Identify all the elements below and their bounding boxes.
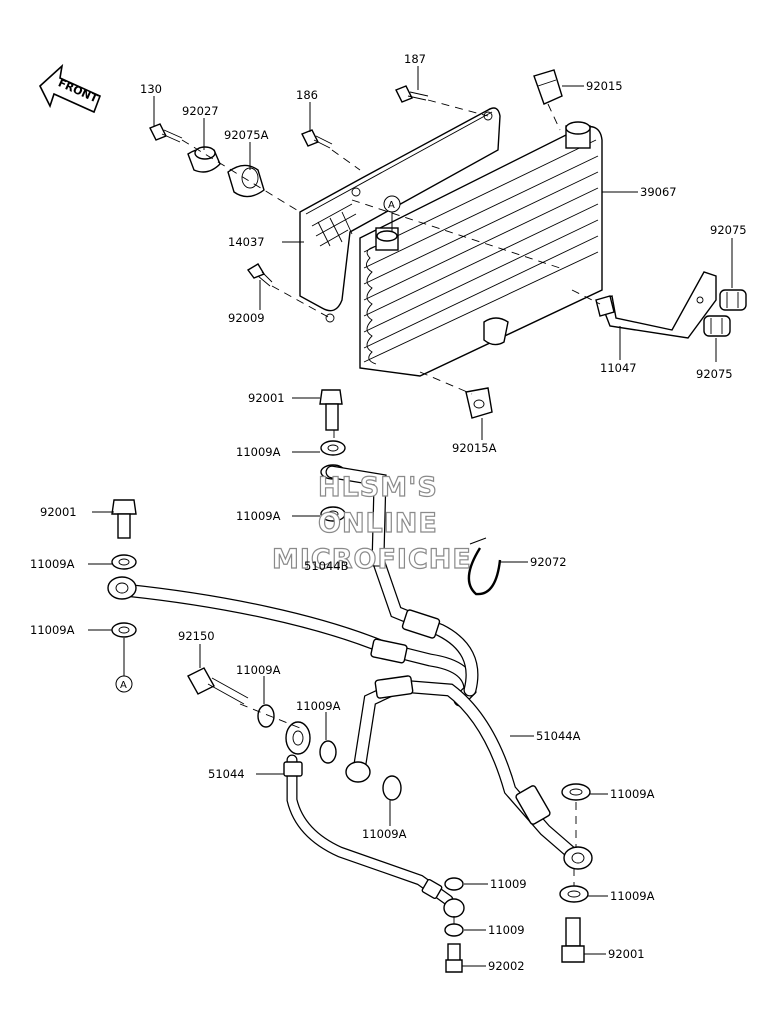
leader-lines (88, 66, 733, 967)
washer-11009A-5 (111, 622, 137, 638)
callout-labels: 130 92027 92075A 186 187 92015 39067 140… (30, 52, 747, 973)
callout-92009: 92009 (228, 311, 265, 325)
callout-11009-1: 11009 (490, 877, 527, 891)
bolt-187 (395, 85, 429, 103)
callout-92015A: 92015A (452, 441, 497, 455)
callout-92001-a: 92001 (248, 391, 285, 405)
watermark-line-3: MICROFICHE (272, 544, 472, 575)
svg-text:A: A (388, 200, 395, 211)
callout-92001-b: 92001 (40, 505, 77, 519)
callout-51044B: 51044B (304, 559, 349, 573)
reference-marker-a-bottom: A (115, 638, 133, 693)
oil-hose-upper-pipe (325, 465, 479, 697)
callout-11009A-7: 11009A (610, 787, 655, 801)
callout-186: 186 (296, 88, 318, 102)
callout-92015: 92015 (586, 79, 623, 93)
callout-11009A-5: 11009A (236, 663, 281, 677)
svg-text:A: A (120, 680, 127, 691)
watermark-line-1: HLSM'S (318, 472, 438, 503)
callout-39067: 39067 (640, 185, 677, 199)
callout-92002: 92002 (488, 959, 525, 973)
bolt-92150 (187, 667, 249, 705)
bracket-plate-14037 (299, 107, 501, 323)
callout-11009A-4: 11009A (30, 623, 75, 637)
callout-11009-2: 11009 (488, 923, 525, 937)
grommet-92075A (227, 164, 265, 198)
callout-51044: 51044 (208, 767, 245, 781)
callout-92001-c: 92001 (608, 947, 645, 961)
clip-nut-92015A (465, 387, 493, 419)
assembly-guide-lines (181, 99, 601, 924)
callout-11009A-2: 11009A (236, 509, 281, 523)
bolt-130 (149, 123, 183, 143)
bolt-186 (301, 129, 333, 149)
washer-11009A-3 (320, 506, 346, 522)
callout-11009A-6: 11009A (296, 699, 341, 713)
grommet-92075-top (719, 289, 747, 311)
bolt-92002 (445, 943, 463, 973)
callout-92075-bottom: 92075 (696, 367, 733, 381)
callout-14037: 14037 (228, 235, 265, 249)
banjo-bolt-92001-a (319, 389, 343, 431)
callout-92072: 92072 (530, 555, 567, 569)
washer-11009-2 (444, 923, 464, 937)
callout-187: 187 (404, 52, 426, 66)
grommet-92075-bottom (703, 315, 731, 337)
washer-11009A-7 (319, 740, 337, 764)
washer-11009A-6 (257, 704, 275, 728)
watermark: HLSM'S ONLINE MICROFICHE (271, 471, 472, 575)
callout-11009A-8: 11009A (362, 827, 407, 841)
callout-130: 130 (140, 82, 162, 96)
banjo-bolt-92001-c (561, 917, 585, 963)
banjo-bolt-92001-b (111, 499, 137, 539)
callout-11009A-3: 11009A (30, 557, 75, 571)
screw-92009 (246, 263, 273, 287)
hose-clamp-92072 (467, 537, 502, 596)
clip-nut-92015 (533, 69, 563, 105)
bracket-11047 (595, 271, 717, 339)
callout-11009A-9: 11009A (610, 889, 655, 903)
front-arrow-icon: FRONT (39, 63, 102, 114)
washer-11009-1 (444, 877, 464, 891)
reference-marker-a-top: A (383, 195, 401, 232)
watermark-line-2: ONLINE (318, 508, 438, 539)
callout-92075A: 92075A (224, 128, 269, 142)
callout-11009A-1: 11009A (236, 445, 281, 459)
callout-92150: 92150 (178, 629, 215, 643)
washer-11009A-9 (561, 783, 591, 801)
washer-11009A-4 (111, 554, 137, 570)
washer-11009A-8 (382, 775, 402, 801)
callout-11047: 11047 (600, 361, 637, 375)
oil-hose-51044 (283, 721, 465, 918)
callout-92075-top: 92075 (710, 223, 747, 237)
collar-92027 (187, 146, 221, 173)
oil-hose-51044A (345, 675, 593, 870)
washer-11009A-10 (559, 885, 589, 903)
oil-cooler-core-39067 (359, 121, 603, 377)
callout-51044A: 51044A (536, 729, 581, 743)
callout-92027: 92027 (182, 104, 219, 118)
washer-11009A-1 (320, 440, 346, 456)
oil-hose-51044B (107, 576, 477, 707)
